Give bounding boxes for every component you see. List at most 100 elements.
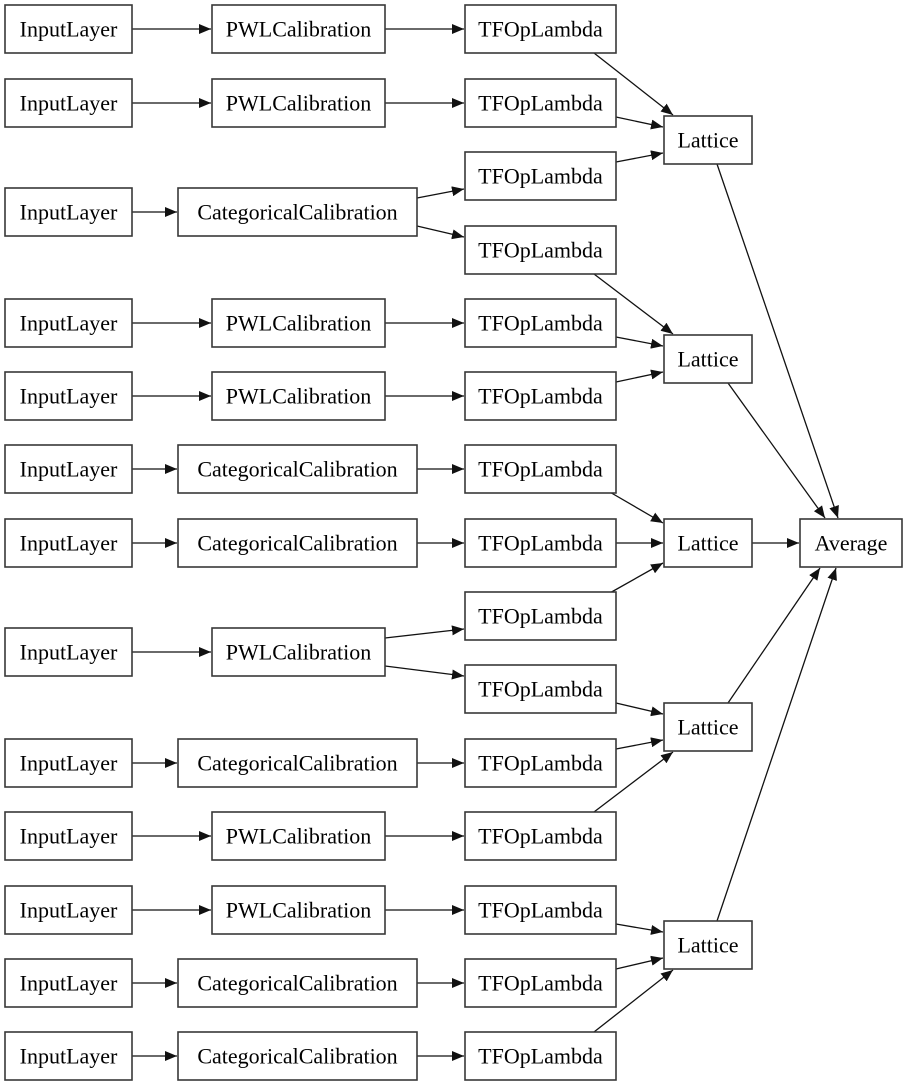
node-box-inputlayer <box>4 811 133 861</box>
edge-tf6-to-lat2 <box>615 369 664 383</box>
node-box-tfoplambda <box>464 78 617 128</box>
node-box-inputlayer <box>4 518 133 568</box>
node-box-categoricalcalibration <box>177 738 418 788</box>
edge-tf1-to-lat1 <box>593 52 674 116</box>
node-box-tfoplambda <box>464 885 617 935</box>
node-box-pwlcalibration <box>211 371 386 421</box>
node-box-inputlayer <box>4 958 133 1008</box>
node-categoricalcalibration: CategoricalCalibration <box>177 738 418 788</box>
node-label-pwlcalibration: PWLCalibration <box>226 384 371 409</box>
node-label-categoricalcalibration: CategoricalCalibration <box>197 1044 397 1069</box>
edge-pwl5-to-tf10 <box>384 665 465 680</box>
node-label-inputlayer: InputLayer <box>20 898 118 923</box>
node-pwlcalibration: PWLCalibration <box>211 4 386 54</box>
node-label-lattice: Lattice <box>677 347 738 372</box>
node-inputlayer: InputLayer <box>4 371 133 421</box>
node-label-categoricalcalibration: CategoricalCalibration <box>197 200 397 225</box>
node-box-pwlcalibration <box>211 298 386 348</box>
node-label-average: Average <box>815 531 888 556</box>
node-label-inputlayer: InputLayer <box>20 91 118 116</box>
edge-tf10-to-lat4 <box>615 702 664 717</box>
node-box-tfoplambda <box>464 738 617 788</box>
node-label-inputlayer: InputLayer <box>20 640 118 665</box>
node-inputlayer: InputLayer <box>4 811 133 861</box>
node-box-pwlcalibration <box>211 885 386 935</box>
node-inputlayer: InputLayer <box>4 885 133 935</box>
node-tfoplambda: TFOpLambda <box>464 811 617 861</box>
node-label-pwlcalibration: PWLCalibration <box>226 898 371 923</box>
node-box-tfoplambda <box>464 591 617 641</box>
node-label-tfoplambda: TFOpLambda <box>478 311 603 336</box>
node-label-pwlcalibration: PWLCalibration <box>226 91 371 116</box>
node-label-tfoplambda: TFOpLambda <box>478 531 603 556</box>
node-label-tfoplambda: TFOpLambda <box>478 898 603 923</box>
edge-cat1-to-tf3 <box>416 186 465 199</box>
node-box-tfoplambda <box>464 151 617 201</box>
node-tfoplambda: TFOpLambda <box>464 444 617 494</box>
node-label-pwlcalibration: PWLCalibration <box>226 17 371 42</box>
node-label-tfoplambda: TFOpLambda <box>478 1044 603 1069</box>
node-label-pwlcalibration: PWLCalibration <box>226 311 371 336</box>
node-box-inputlayer <box>4 4 133 54</box>
node-box-lattice <box>663 115 753 165</box>
node-inputlayer: InputLayer <box>4 4 133 54</box>
edge-tf11-to-lat4 <box>615 737 664 750</box>
node-pwlcalibration: PWLCalibration <box>211 371 386 421</box>
node-label-inputlayer: InputLayer <box>20 824 118 849</box>
node-label-inputlayer: InputLayer <box>20 457 118 482</box>
node-label-inputlayer: InputLayer <box>20 384 118 409</box>
node-label-tfoplambda: TFOpLambda <box>478 384 603 409</box>
node-lattice: Lattice <box>663 702 753 752</box>
node-label-categoricalcalibration: CategoricalCalibration <box>197 531 397 556</box>
node-box-tfoplambda <box>464 371 617 421</box>
node-categoricalcalibration: CategoricalCalibration <box>177 1031 418 1081</box>
node-inputlayer: InputLayer <box>4 958 133 1008</box>
node-label-tfoplambda: TFOpLambda <box>478 238 603 263</box>
node-label-inputlayer: InputLayer <box>20 311 118 336</box>
node-label-pwlcalibration: PWLCalibration <box>226 640 371 665</box>
node-inputlayer: InputLayer <box>4 444 133 494</box>
node-label-inputlayer: InputLayer <box>20 1044 118 1069</box>
edge-lat2-to-avg <box>727 382 826 519</box>
edges-layer <box>132 24 839 1061</box>
node-average: Average <box>799 518 903 568</box>
node-label-tfoplambda: TFOpLambda <box>478 17 603 42</box>
node-box-tfoplambda <box>464 958 617 1008</box>
node-inputlayer: InputLayer <box>4 187 133 237</box>
edge-tf3-to-lat1 <box>615 150 664 163</box>
node-box-pwlcalibration <box>211 627 386 677</box>
node-box-tfoplambda <box>464 518 617 568</box>
node-label-categoricalcalibration: CategoricalCalibration <box>197 457 397 482</box>
node-label-tfoplambda: TFOpLambda <box>478 457 603 482</box>
node-inputlayer: InputLayer <box>4 627 133 677</box>
node-pwlcalibration: PWLCalibration <box>211 78 386 128</box>
edge-tf14-to-lat5 <box>615 955 664 970</box>
node-tfoplambda: TFOpLambda <box>464 591 617 641</box>
node-box-inputlayer <box>4 371 133 421</box>
node-tfoplambda: TFOpLambda <box>464 225 617 275</box>
node-box-tfoplambda <box>464 1031 617 1081</box>
node-pwlcalibration: PWLCalibration <box>211 298 386 348</box>
node-categoricalcalibration: CategoricalCalibration <box>177 444 418 494</box>
node-label-tfoplambda: TFOpLambda <box>478 91 603 116</box>
node-box-lattice <box>663 702 753 752</box>
edge-tf9-to-lat3 <box>607 562 664 595</box>
edge-pwl5-to-tf9 <box>384 625 465 639</box>
node-label-inputlayer: InputLayer <box>20 531 118 556</box>
node-box-inputlayer <box>4 1031 133 1081</box>
node-pwlcalibration: PWLCalibration <box>211 885 386 935</box>
node-box-tfoplambda <box>464 444 617 494</box>
node-lattice: Lattice <box>663 518 753 568</box>
node-tfoplambda: TFOpLambda <box>464 4 617 54</box>
edge-tf2-to-lat1 <box>615 116 664 130</box>
node-box-inputlayer <box>4 187 133 237</box>
node-categoricalcalibration: CategoricalCalibration <box>177 187 418 237</box>
node-box-average <box>799 518 903 568</box>
node-categoricalcalibration: CategoricalCalibration <box>177 958 418 1008</box>
node-label-lattice: Lattice <box>677 933 738 958</box>
edge-tf13-to-lat5 <box>615 923 664 935</box>
node-box-inputlayer <box>4 78 133 128</box>
node-tfoplambda: TFOpLambda <box>464 298 617 348</box>
node-label-tfoplambda: TFOpLambda <box>478 164 603 189</box>
